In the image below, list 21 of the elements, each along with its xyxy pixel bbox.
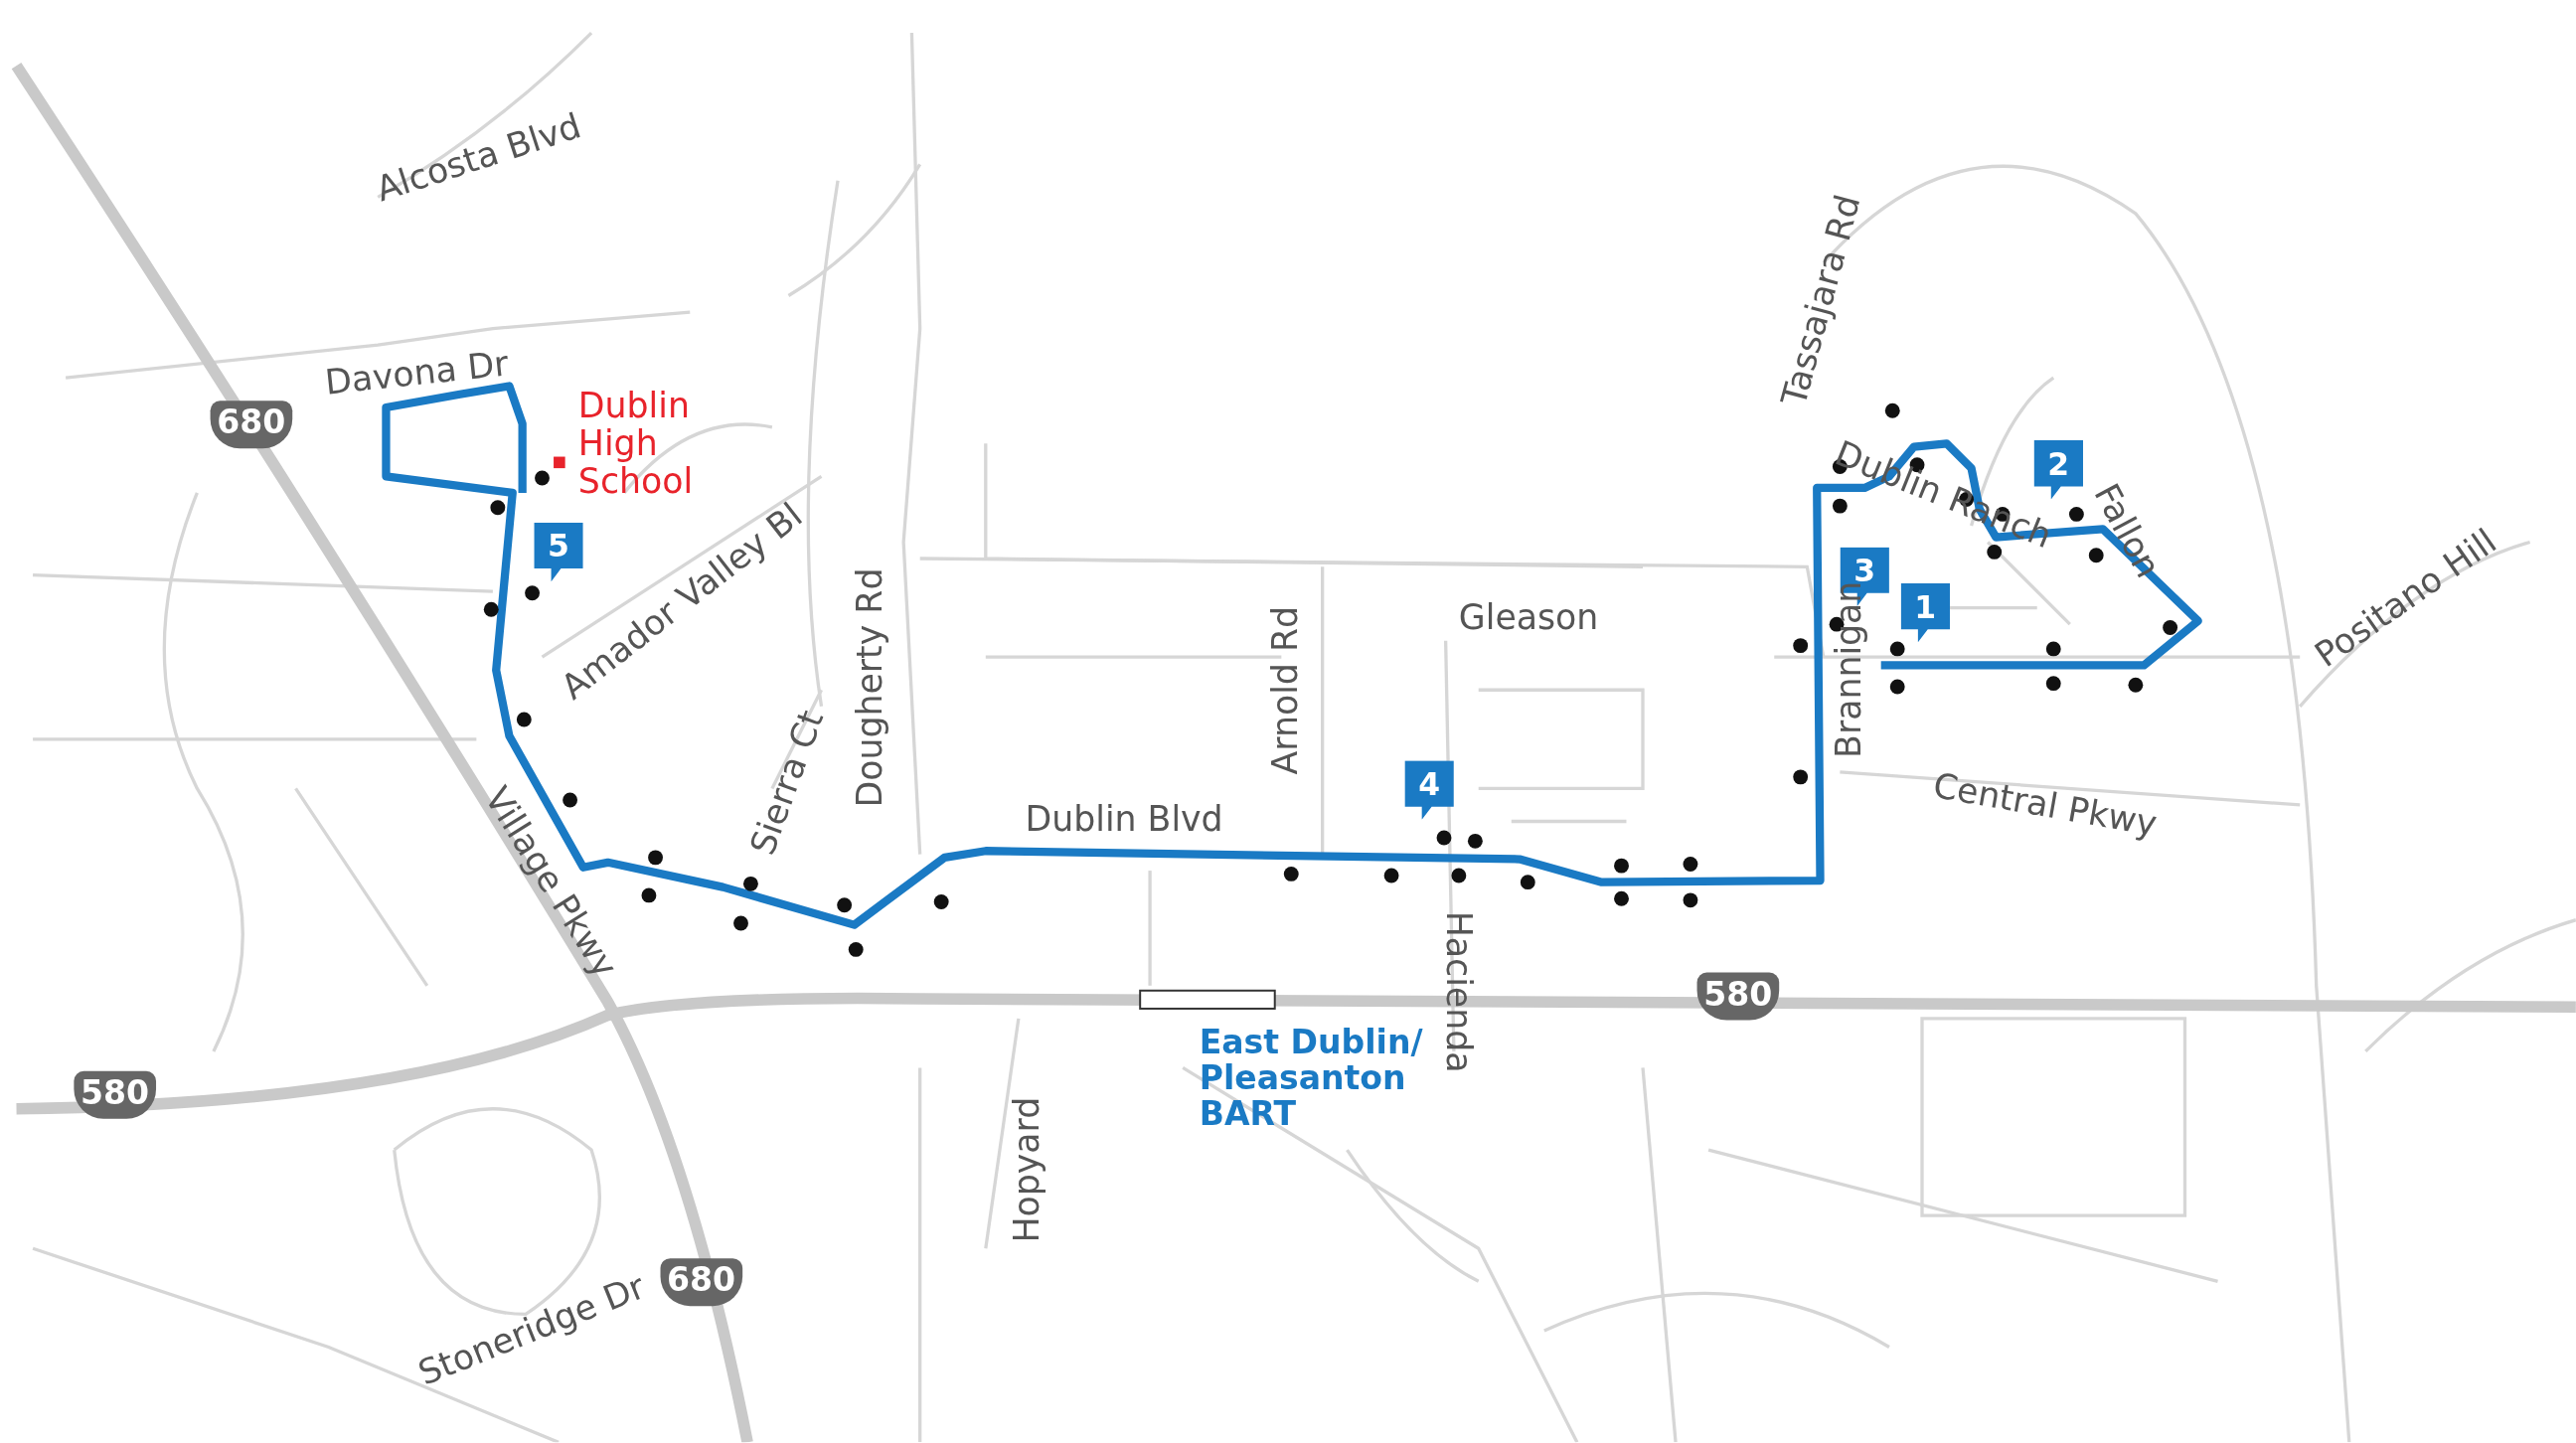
highway-shield: 680	[660, 1258, 742, 1307]
timepoint-marker: 2	[2033, 440, 2083, 500]
highway-shield: 580	[74, 1070, 156, 1119]
street-name: Hacienda	[1438, 910, 1477, 1073]
timepoint-marker: 4	[1404, 760, 1454, 820]
street-name: Arnold Rd	[1267, 605, 1306, 775]
street-name: Dublin Blvd	[1025, 801, 1223, 840]
street-name: Alcosta Blvd	[372, 107, 586, 210]
timepoint-marker: 1	[1900, 582, 1951, 643]
street-name: Sierra Ct	[744, 706, 832, 861]
highway-shield: 580	[1696, 972, 1779, 1021]
street-name: Fallon	[2086, 478, 2167, 584]
street-name: Dougherty Rd	[852, 567, 890, 808]
street-name: Gleason	[1458, 599, 1599, 638]
street-name: Central Pkwy	[1930, 767, 2160, 845]
street-name: Davona Dr	[323, 345, 511, 403]
highway-shield: 680	[210, 401, 292, 449]
station-label: East Dublin/ Pleasanton BART	[1199, 1023, 1424, 1132]
timepoint-marker: 5	[534, 522, 583, 582]
school-label: Dublin High School	[577, 388, 695, 502]
street-name: Hopyard	[1009, 1096, 1047, 1243]
